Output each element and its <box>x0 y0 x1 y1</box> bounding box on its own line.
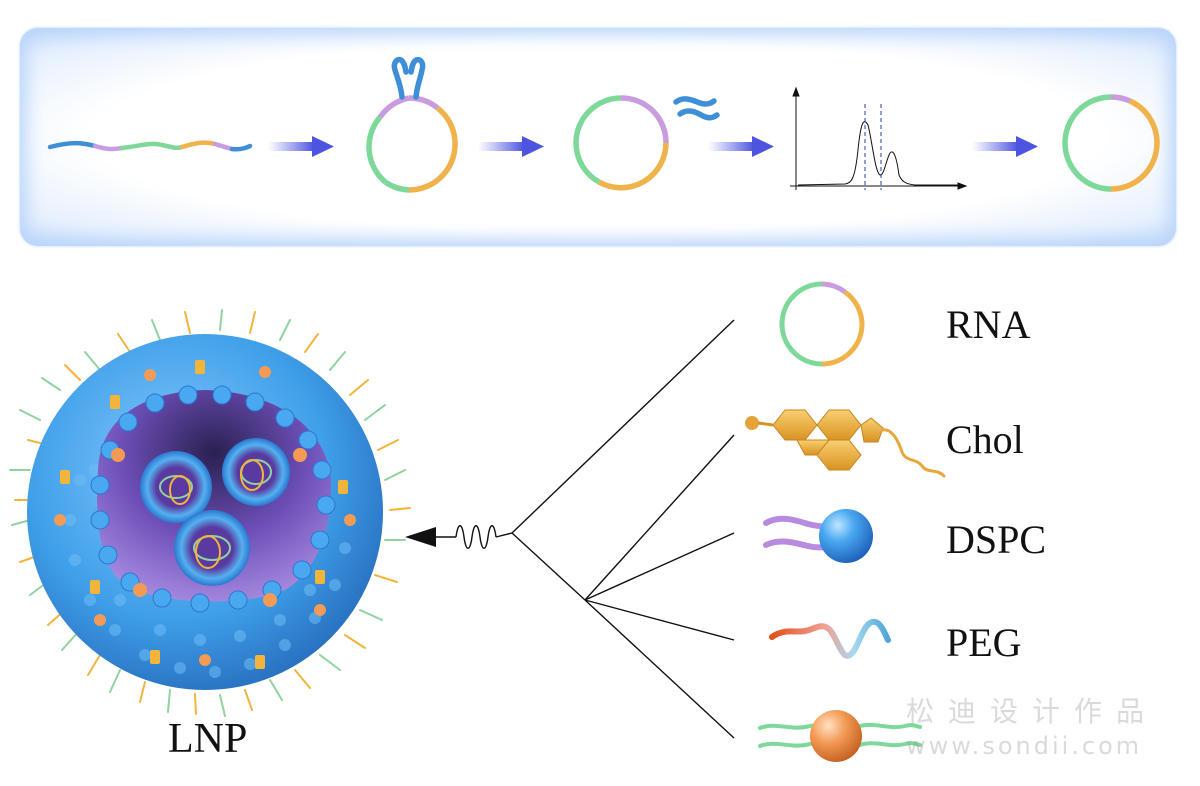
workflow-panel <box>20 28 1176 246</box>
circular-rna-with-stem <box>366 56 458 193</box>
linear-rna-strand <box>47 140 253 152</box>
chromatogram-plot <box>790 86 968 190</box>
lnp-label: LNP <box>168 716 248 762</box>
arrow-1 <box>268 136 334 157</box>
ionizable-lipid-legend-icon <box>758 710 922 762</box>
watermark-url: www.sondii.com <box>906 732 1143 760</box>
circular-rna-cleaved <box>573 95 720 191</box>
peg-legend-icon <box>769 618 891 659</box>
arrow-4 <box>972 136 1038 157</box>
dspc-legend-icon <box>763 509 873 563</box>
rna-legend-icon <box>779 281 865 367</box>
cholesterol-legend-icon <box>745 409 946 478</box>
arrow-3 <box>708 136 774 157</box>
peg-label: PEG <box>946 620 1022 665</box>
watermark-chinese: 松迪设计作品 <box>906 695 1159 728</box>
arrow-2 <box>478 136 544 157</box>
dspc-label: DSPC <box>946 517 1047 562</box>
circular-rna-purified <box>1062 94 1160 192</box>
chol-label: Chol <box>946 417 1024 462</box>
connector-lines <box>405 319 735 739</box>
rna-label: RNA <box>946 302 1031 347</box>
lnp-particle <box>9 309 411 717</box>
